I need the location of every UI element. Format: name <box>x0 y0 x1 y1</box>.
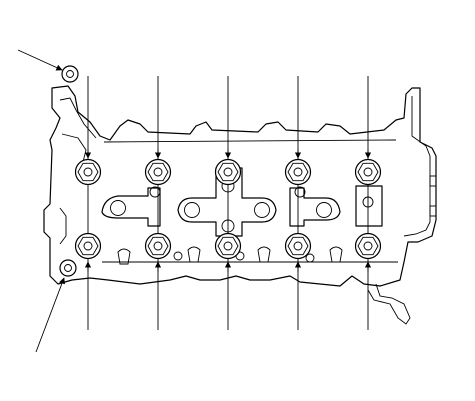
reference-lines <box>87 76 369 330</box>
small-bolts <box>59 65 79 277</box>
pointers <box>17 49 65 353</box>
bearing-bridges <box>101 167 383 237</box>
bolt-head-icon <box>354 232 382 260</box>
bolt-head-icon <box>59 259 77 277</box>
bolt-arrows <box>84 150 372 272</box>
arrow-icon <box>35 277 65 353</box>
bolt-head-icon <box>284 232 312 260</box>
head-outline <box>43 85 437 325</box>
bolt-head-icon <box>144 232 172 260</box>
bolt-head-icon <box>74 158 102 186</box>
bolt-head-icon <box>74 232 102 260</box>
bolt-head-icon <box>214 232 242 260</box>
bolt-head-icon <box>214 158 242 186</box>
bolt-head-icon <box>61 65 79 83</box>
arrow-icon <box>17 49 63 71</box>
bolt-head-icon <box>284 158 312 186</box>
bolt-head-icon <box>144 158 172 186</box>
bolt-head-icon <box>354 158 382 186</box>
